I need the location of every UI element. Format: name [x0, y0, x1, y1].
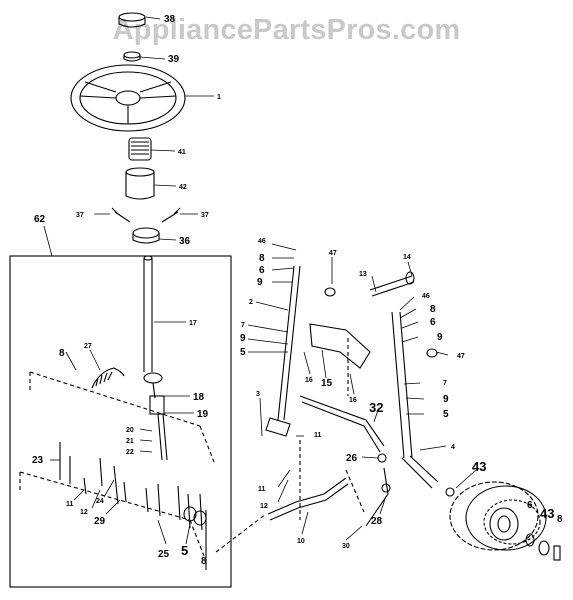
- callout-labels: 38 39 1 41 42 37 37 36 62 17 8 27 18 19 …: [32, 14, 563, 567]
- callout-37-left: 37: [76, 212, 84, 219]
- hub-washer-part: [445, 487, 455, 497]
- callout-5-right: 5: [443, 409, 449, 420]
- callout-16-right: 16: [349, 397, 357, 404]
- callout-11-lower: 11: [258, 486, 266, 493]
- callout-24: 24: [96, 498, 104, 505]
- drag-link-part: [277, 265, 301, 421]
- callout-7-right: 7: [443, 380, 447, 387]
- callout-62: 62: [34, 214, 46, 225]
- callout-21: 21: [126, 438, 134, 445]
- chassis-plate-outline: [19, 371, 215, 557]
- steering-gear-part: [128, 137, 152, 161]
- callout-15: 15: [321, 378, 333, 389]
- callout-46-left: 46: [258, 238, 266, 245]
- drag-rod-part: [267, 477, 349, 521]
- callout-19: 19: [197, 409, 209, 420]
- callout-38: 38: [164, 14, 176, 25]
- wheel-cotter-part: [553, 545, 561, 561]
- leader-lines: [43, 16, 477, 554]
- callout-11-inset: 11: [66, 501, 74, 508]
- callout-11-right: 11: [314, 432, 322, 439]
- wheel-washer-a: [525, 533, 535, 547]
- callout-8-inset-lower: 8: [201, 556, 207, 567]
- lower-bolts: [59, 442, 203, 531]
- callout-37-right: 37: [201, 212, 209, 219]
- callout-7-left: 7: [241, 322, 245, 329]
- callout-6-wheel: 6: [527, 500, 533, 511]
- callout-5-left: 5: [240, 347, 246, 358]
- steering-cap-part: [118, 12, 146, 28]
- upper-shaft-support: [111, 207, 181, 244]
- wheel-washer-b: [538, 540, 550, 556]
- watermark: AppliancePartsPros.com: [112, 14, 461, 46]
- callout-8-wheel: 8: [557, 514, 563, 525]
- callout-47-left: 47: [329, 250, 337, 257]
- callout-43-tire: 43: [472, 459, 486, 474]
- callout-14: 14: [403, 254, 411, 261]
- callout-43-wheel: 43: [540, 506, 554, 521]
- callout-1: 1: [217, 94, 221, 101]
- steering-adapter-part: [123, 51, 141, 62]
- callout-8-inset: 8: [59, 348, 65, 359]
- callout-27: 27: [84, 343, 92, 350]
- callout-13: 13: [359, 271, 367, 278]
- steering-shaft-part: [143, 255, 163, 399]
- callout-6-right: 6: [430, 317, 436, 328]
- callout-32: 32: [369, 400, 383, 415]
- assembly-axis-lines: [215, 338, 365, 553]
- callout-30: 30: [342, 543, 350, 550]
- callout-10: 10: [297, 538, 305, 545]
- tire-part: [449, 481, 547, 551]
- spring-part: [91, 367, 125, 389]
- tie-rod-part: [299, 395, 385, 453]
- callout-8-left: 8: [259, 253, 265, 264]
- callout-22: 22: [126, 449, 134, 456]
- inset-frame: [9, 255, 232, 588]
- shaft-lower-rod: [157, 413, 168, 461]
- callout-3: 3: [256, 391, 260, 398]
- callout-17: 17: [189, 320, 197, 327]
- callout-42: 42: [179, 184, 187, 191]
- callout-46-right: 46: [422, 293, 430, 300]
- callout-29: 29: [94, 516, 106, 527]
- callout-16-left: 16: [305, 377, 313, 384]
- spindle-part: [391, 311, 413, 459]
- callout-41: 41: [178, 149, 186, 156]
- callout-36: 36: [179, 236, 191, 247]
- shaft-plate-part: [149, 395, 165, 415]
- callout-47-right: 47: [457, 353, 465, 360]
- callout-26: 26: [346, 453, 358, 464]
- callout-2: 2: [249, 299, 253, 306]
- callout-12-right: 12: [260, 503, 268, 510]
- link-rod-part: [365, 467, 389, 527]
- callout-18: 18: [193, 392, 205, 403]
- callout-23: 23: [32, 455, 44, 466]
- callout-9-right: 9: [437, 332, 443, 343]
- callout-20: 20: [126, 427, 134, 434]
- callout-8-right: 8: [430, 304, 436, 315]
- callout-9-right-lower: 9: [443, 394, 449, 405]
- callout-6-left: 6: [259, 265, 265, 276]
- callout-39: 39: [168, 54, 180, 65]
- bolt-part: [369, 275, 415, 297]
- callout-9-left: 9: [257, 277, 263, 288]
- callout-9-mid: 9: [240, 333, 246, 344]
- steering-wheel-part: [70, 64, 186, 132]
- callout-25: 25: [158, 549, 170, 560]
- callout-4: 4: [451, 444, 455, 451]
- callout-12-inset: 12: [80, 509, 88, 516]
- callout-28: 28: [371, 516, 383, 527]
- callout-5-inset: 5: [181, 543, 188, 558]
- steering-bushing-part: [125, 167, 155, 200]
- steering-bracket-part: [309, 323, 371, 369]
